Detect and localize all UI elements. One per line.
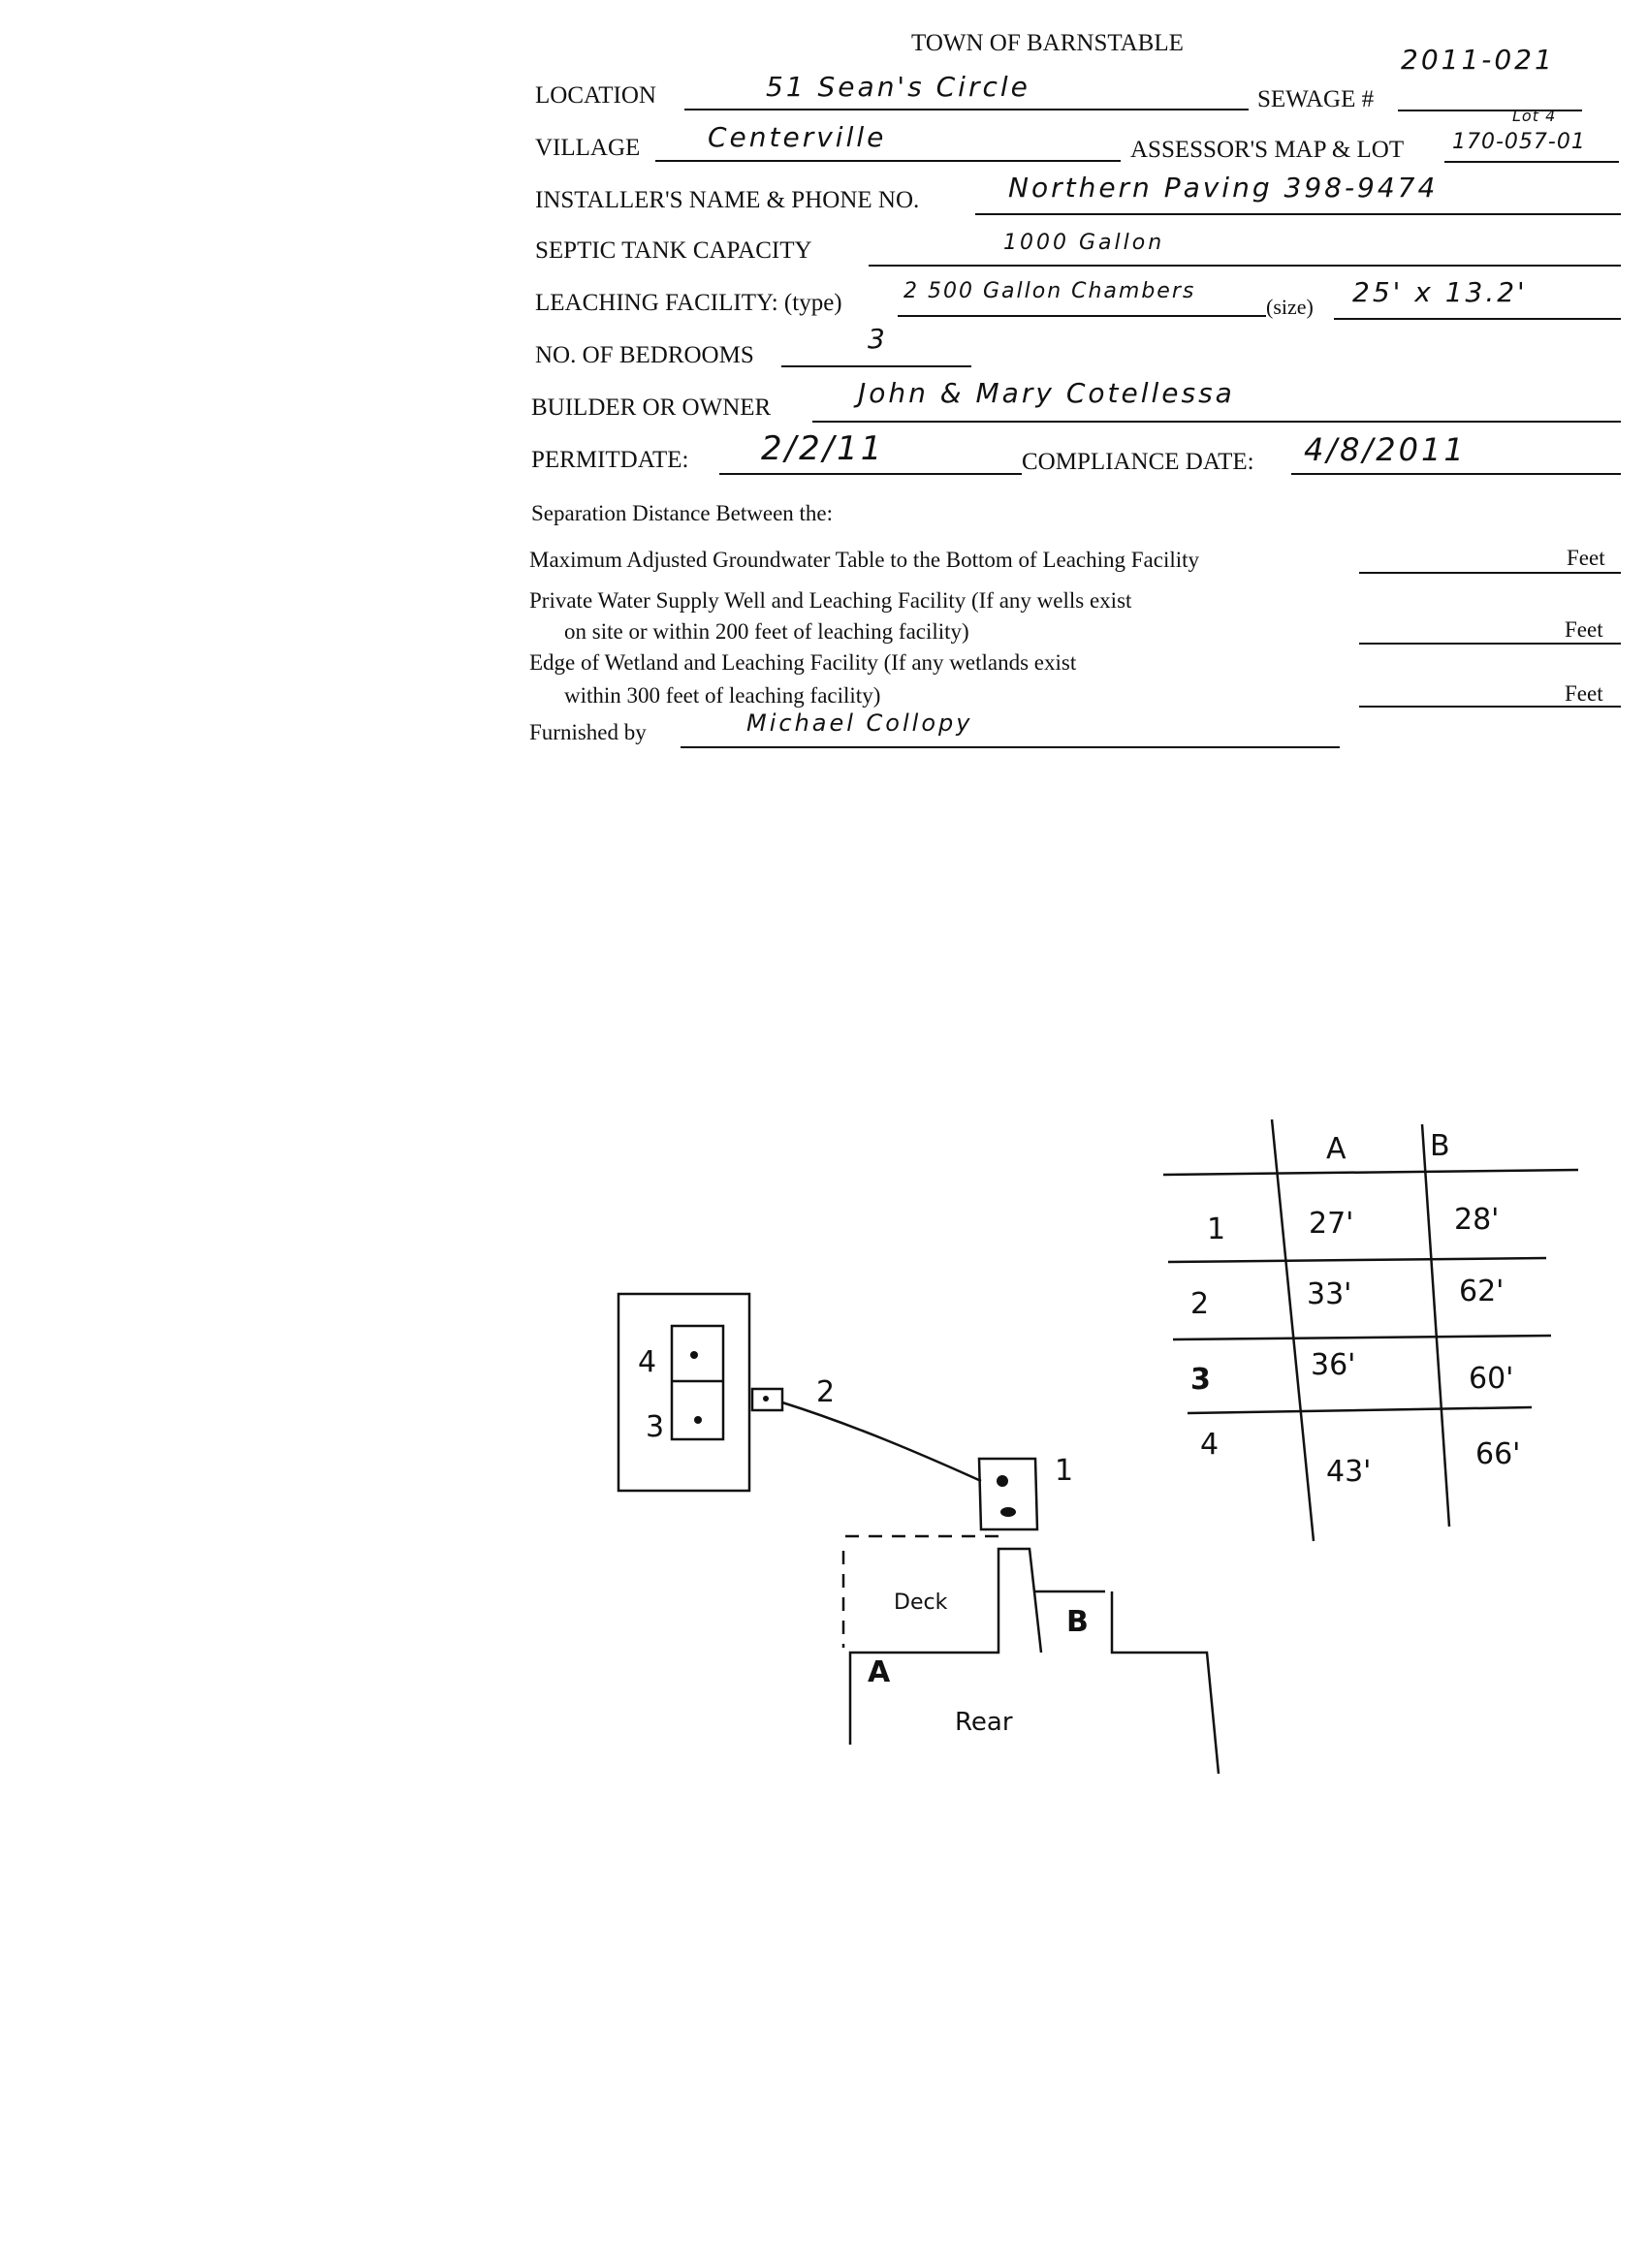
- groundwater-line[interactable]: [1359, 572, 1621, 574]
- location-label: LOCATION: [535, 82, 656, 109]
- furnished-value[interactable]: Michael Collopy: [746, 709, 973, 737]
- assessor-line: [1444, 161, 1619, 163]
- dbox-dot: [763, 1396, 769, 1402]
- tank-dot-1: [997, 1475, 1008, 1487]
- chamber-3-label: 3: [646, 1410, 664, 1444]
- deck-outline: [841, 1534, 1003, 1648]
- leaching-size-line: [1334, 318, 1621, 320]
- table-header-b: B: [1430, 1129, 1450, 1163]
- form-title: TOWN OF BARNSTABLE: [911, 30, 1184, 56]
- table-header-a: A: [1326, 1132, 1347, 1166]
- row-number: 2: [1190, 1287, 1209, 1321]
- village-label: VILLAGE: [535, 135, 641, 161]
- well-text-line1: Private Water Supply Well and Leaching F…: [529, 588, 1132, 613]
- permit-date-label: PERMITDATE:: [531, 447, 689, 473]
- rear-label: Rear: [955, 1708, 1013, 1737]
- installer-line: [975, 213, 1621, 215]
- compliance-date-value[interactable]: 4/8/2011: [1304, 431, 1467, 468]
- assessor-value[interactable]: 170-057-01: [1452, 130, 1586, 154]
- wetland-text-line1: Edge of Wetland and Leaching Facility (I…: [529, 650, 1077, 675]
- pipe-line: [781, 1401, 982, 1483]
- assessor-lot-note: Lot 4: [1512, 107, 1557, 125]
- compliance-date-label: COMPLIANCE DATE:: [1022, 449, 1254, 475]
- septic-label: SEPTIC TANK CAPACITY: [535, 237, 812, 264]
- wetland-line[interactable]: [1359, 706, 1621, 708]
- chamber-4-dot: [690, 1351, 698, 1359]
- cell-b: 62': [1459, 1275, 1504, 1308]
- owner-value[interactable]: John & Mary Cotellessa: [858, 377, 1235, 409]
- leaching-type-line: [898, 315, 1266, 317]
- chamber-3-dot: [694, 1416, 702, 1424]
- cell-a: 43': [1326, 1455, 1371, 1489]
- corner-b-label: B: [1066, 1605, 1089, 1639]
- sewage-number-value: 2011-021: [1401, 44, 1555, 76]
- distribution-box: [750, 1387, 784, 1412]
- corner-a-label: A: [868, 1655, 891, 1689]
- permit-date-value[interactable]: 2/2/11: [761, 429, 885, 468]
- groundwater-unit: Feet: [1567, 546, 1605, 570]
- leaching-type-value[interactable]: 2 500 Gallon Chambers: [903, 279, 1196, 303]
- installer-value[interactable]: Northern Paving 398-9474: [1008, 172, 1439, 204]
- owner-label: BUILDER OR OWNER: [531, 394, 772, 421]
- village-line: [655, 160, 1121, 162]
- row-number: 4: [1200, 1428, 1219, 1462]
- leaching-size-value[interactable]: 25' x 13.2': [1352, 276, 1528, 308]
- chamber-4-label: 4: [638, 1345, 656, 1379]
- measurement-table-grid: [1162, 1118, 1579, 1542]
- tank-dot-2: [1000, 1507, 1016, 1517]
- wetland-unit: Feet: [1565, 681, 1603, 706]
- cell-b: 66': [1475, 1437, 1520, 1471]
- location-line: [684, 109, 1249, 110]
- table-row-1: 1 27' 28': [1207, 1203, 1499, 1246]
- compliance-date-line: [1291, 473, 1621, 475]
- deck-label: Deck: [894, 1591, 948, 1615]
- cell-b: 60': [1469, 1362, 1513, 1396]
- cell-a: 27': [1309, 1207, 1353, 1241]
- cell-a: 33': [1307, 1277, 1351, 1311]
- sewage-label: SEWAGE #: [1257, 86, 1375, 112]
- furnished-label: Furnished by: [529, 720, 647, 744]
- table-row-2: 2 33' 62': [1190, 1275, 1504, 1321]
- groundwater-text: Maximum Adjusted Groundwater Table to th…: [529, 548, 1200, 572]
- installer-label: INSTALLER'S NAME & PHONE NO.: [535, 187, 920, 213]
- assessor-label: ASSESSOR'S MAP & LOT: [1130, 137, 1405, 163]
- bedrooms-label: NO. OF BEDROOMS: [535, 342, 754, 368]
- leaching-label: LEACHING FACILITY: (type): [535, 290, 842, 316]
- table-row-4: 4 43' 66': [1200, 1428, 1520, 1489]
- table-row-3: 3 36' 60': [1190, 1348, 1513, 1397]
- wetland-text-line2: within 300 feet of leaching facility): [564, 683, 881, 708]
- row-number: 1: [1207, 1213, 1225, 1246]
- location-value[interactable]: 51 Sean's Circle: [766, 71, 1030, 103]
- well-text-line2: on site or within 200 feet of leaching f…: [564, 619, 969, 644]
- point-1-label: 1: [1055, 1454, 1073, 1488]
- separation-heading: Separation Distance Between the:: [531, 501, 834, 525]
- leaching-size-label: (size): [1266, 295, 1314, 319]
- permit-date-line: [719, 473, 1022, 475]
- bedrooms-line: [781, 365, 971, 367]
- bedrooms-value[interactable]: 3: [868, 323, 888, 355]
- septic-value[interactable]: 1000 Gallon: [1003, 231, 1165, 255]
- cell-a: 36': [1311, 1348, 1355, 1382]
- house-outline-right: [1110, 1591, 1220, 1775]
- house-outline-left: [848, 1547, 1043, 1745]
- well-line[interactable]: [1359, 643, 1621, 645]
- chambers-outline: [670, 1324, 725, 1441]
- owner-line: [812, 421, 1621, 423]
- village-value[interactable]: Centerville: [708, 121, 887, 153]
- leaching-area-outline: [617, 1292, 751, 1493]
- well-unit: Feet: [1565, 617, 1603, 642]
- row-number: 3: [1190, 1363, 1211, 1397]
- cell-b: 28': [1454, 1203, 1499, 1237]
- point-2-label: 2: [816, 1375, 835, 1409]
- septic-tank-outline: [977, 1457, 1039, 1531]
- sewage-line[interactable]: [1398, 110, 1582, 111]
- septic-line: [869, 265, 1621, 267]
- furnished-line: [681, 746, 1340, 748]
